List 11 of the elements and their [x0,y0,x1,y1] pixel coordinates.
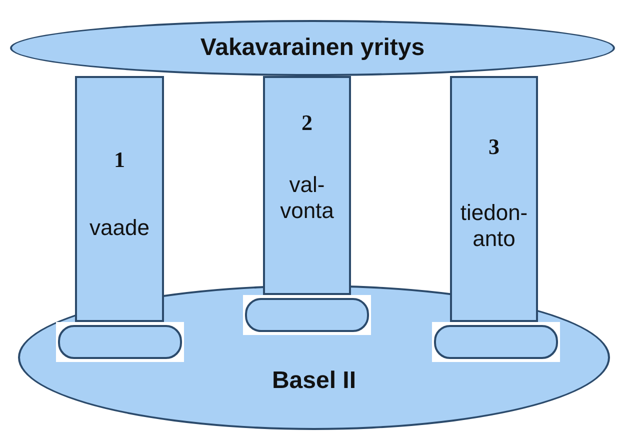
pillar-label: val- vonta [279,172,335,224]
pillar-number: 2 [300,110,314,136]
pillar-number: 3 [488,134,500,160]
pillar [263,76,351,295]
pillar [450,76,538,322]
base-label: Basel II [270,367,358,395]
pillar [75,76,164,322]
pillar-label: vaade [88,215,150,241]
roof-label: Vakavarainen yritys [199,34,426,62]
pillar-label: tiedon- anto [459,200,529,252]
pillar-number: 1 [113,147,126,173]
